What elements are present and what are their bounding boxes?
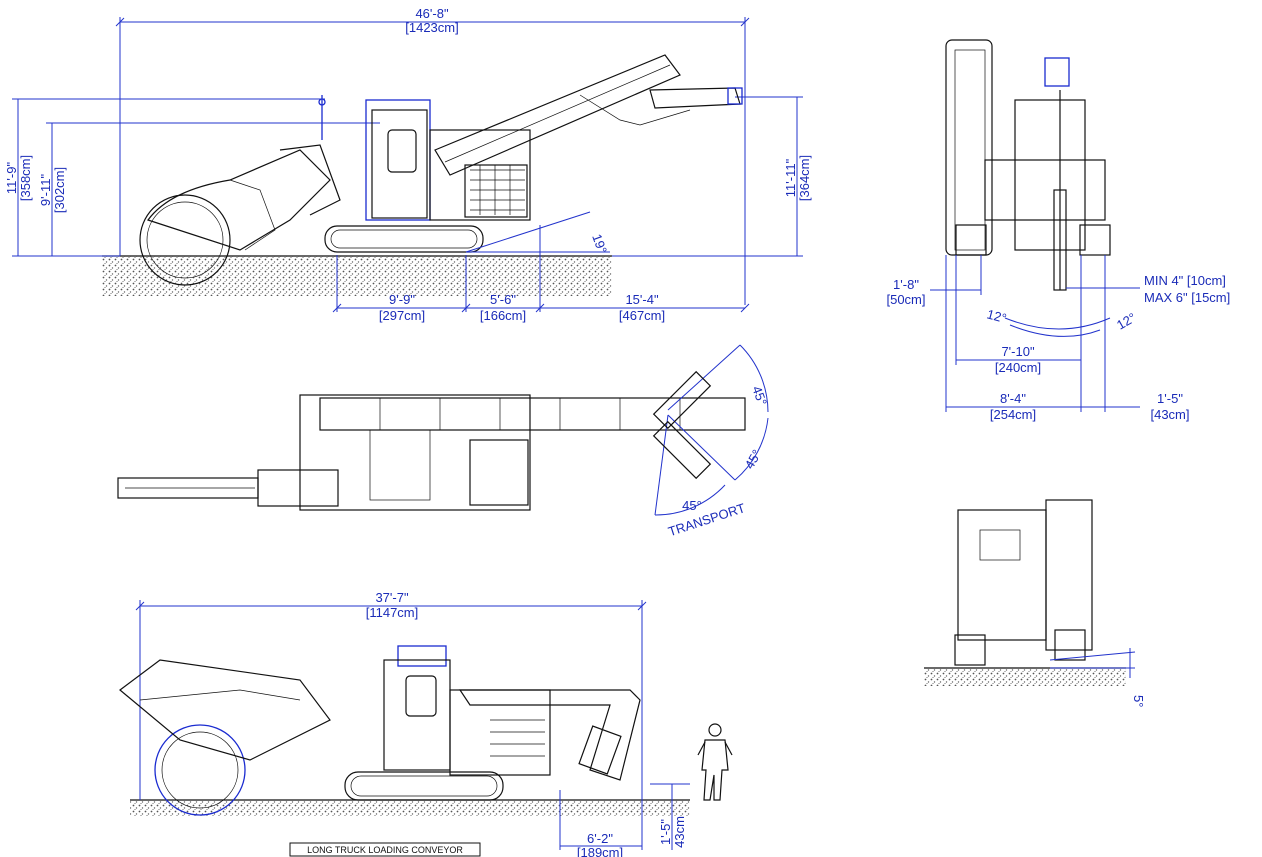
plan-view: 45° 45° 45° TRANSPORT xyxy=(117,344,770,539)
height-right-label: 11'-11" xyxy=(783,158,798,197)
front-left-offset-label: 1'-8" xyxy=(893,277,919,292)
conveyor-boom xyxy=(434,54,681,176)
cab-window xyxy=(387,129,417,173)
height-cab-cm-label: [302cm] xyxy=(52,167,67,213)
front-left-offset-cm-label: [50cm] xyxy=(886,292,925,307)
cutter-wheel xyxy=(139,194,231,286)
height-left-label: 11'-9" xyxy=(4,162,19,195)
swing-upper-label: 45° xyxy=(749,384,770,408)
height-cab-label: 9'-11" xyxy=(38,174,53,207)
front-view: 1'-8" [50cm] MIN 4" [10cm] MAX 6" [15cm]… xyxy=(886,39,1230,422)
caption-box xyxy=(289,842,481,857)
caption-label: LONG TRUCK LOADING CONVEYOR xyxy=(307,845,463,855)
front-cutter-blade xyxy=(1053,189,1067,291)
rear-view: 5° xyxy=(924,499,1146,707)
plan-chassis xyxy=(299,394,531,511)
dim-e-label: 1'-5" xyxy=(658,819,673,845)
swing-lower-label: 45° xyxy=(742,447,765,472)
track-width-cm-label: [240cm] xyxy=(995,360,1041,375)
dim-d-label: 6'-2" xyxy=(587,831,613,846)
tilt-left-label: 12° xyxy=(985,306,1008,326)
bottom-track xyxy=(344,771,504,801)
dim-b-label: 5'-6" xyxy=(490,292,516,307)
side-view-top: 46'-8" [1423cm] 11'-9" [358cm] 9'-11" [3… xyxy=(4,6,812,323)
overall-width-label: 8'-4" xyxy=(1000,391,1026,406)
dim-d-cm-label: [189cm] xyxy=(577,845,623,857)
dim-c-label: 15'-4" xyxy=(625,292,659,307)
dim-b-cm-label: [166cm] xyxy=(480,308,526,323)
person-figure xyxy=(697,723,733,801)
cut-width-max-label: MAX 6" [15cm] xyxy=(1144,290,1230,305)
side-view-bottom: 37'-7" [1147cm] 6'-2" xyxy=(119,590,733,857)
rear-body xyxy=(957,509,1047,641)
rear-tilt-label: 5° xyxy=(1131,695,1146,707)
dim-e-cm-label: 43cm xyxy=(672,816,687,848)
dim-c-cm-label: [467cm] xyxy=(619,308,665,323)
plan-conveyor xyxy=(319,397,746,431)
dim-a-label: 9'-9" xyxy=(389,292,415,307)
dim-a-cm-label: [297cm] xyxy=(379,308,425,323)
cut-width-min-label: MIN 4" [10cm] xyxy=(1144,273,1226,288)
bottom-cutter-wheel xyxy=(154,724,246,816)
track-width-label: 7'-10" xyxy=(1001,344,1035,359)
overall-width-cm-label: [254cm] xyxy=(990,407,1036,422)
height-right-cm-label: [364cm] xyxy=(797,155,812,201)
overall-length-label: 46'-8" xyxy=(415,6,449,21)
angle-19-label: 19° xyxy=(589,232,610,256)
height-left-cm-label: [358cm] xyxy=(18,155,33,201)
right-offset-label: 1'-5" xyxy=(1157,391,1183,406)
cab-frame xyxy=(365,99,431,221)
transport-angle-label: 45° xyxy=(682,498,702,513)
bottom-ground-hatch xyxy=(130,800,690,816)
transport-label: TRANSPORT xyxy=(666,500,747,539)
ground-hatch xyxy=(102,256,612,296)
rear-ground-hatch xyxy=(924,668,1126,686)
front-beacon xyxy=(1044,57,1070,87)
track xyxy=(324,225,484,253)
bottom-overall-length-cm-label: [1147cm] xyxy=(366,605,419,620)
overall-length-cm-label: [1423cm] xyxy=(405,20,458,35)
bottom-overall-length-label: 37'-7" xyxy=(375,590,409,605)
tilt-right-label: 12° xyxy=(1114,310,1139,333)
right-offset-cm-label: [43cm] xyxy=(1150,407,1189,422)
